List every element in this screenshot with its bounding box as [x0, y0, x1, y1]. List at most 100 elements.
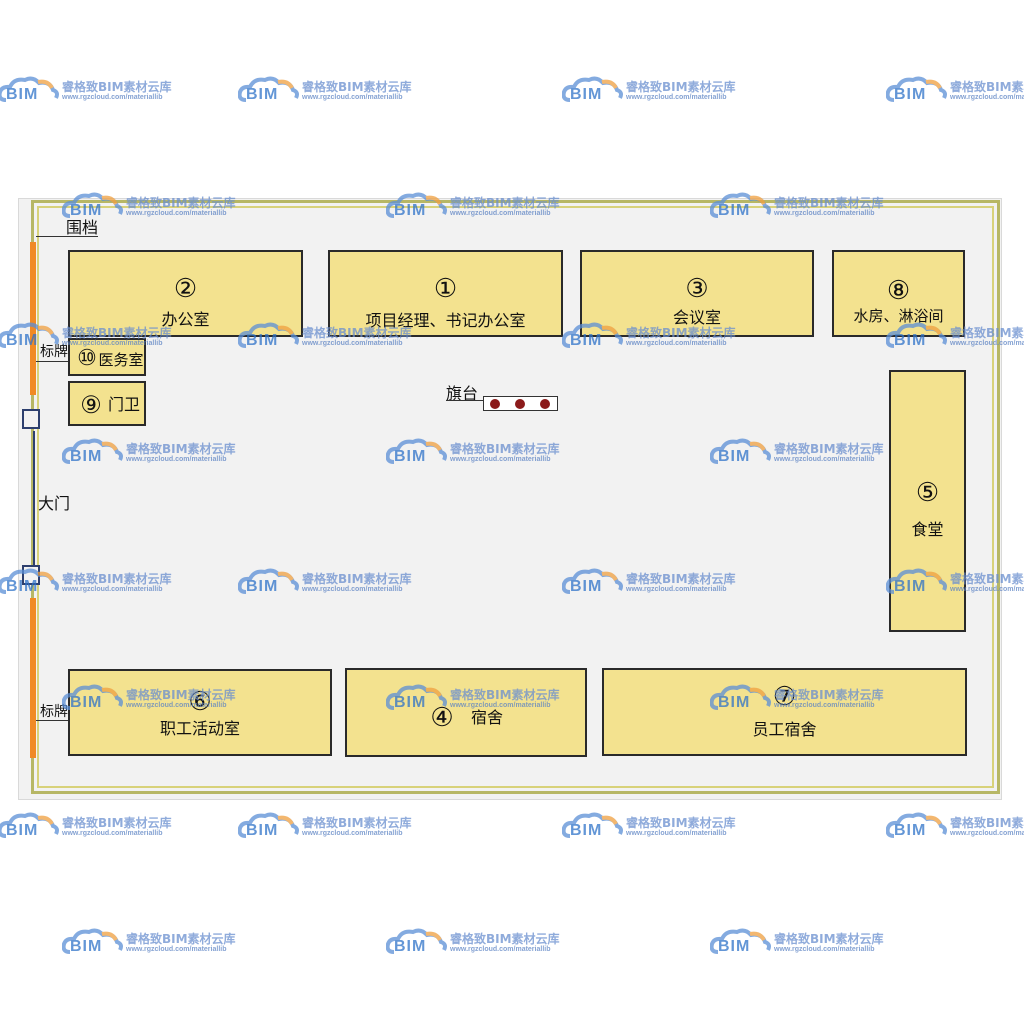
- watermark-url: www.rgzcloud.com/materiallib: [126, 946, 227, 953]
- watermark-name: 睿格致BIM素材云库: [302, 572, 412, 586]
- watermark-url: www.rgzcloud.com/materiallib: [302, 586, 403, 593]
- watermark-brand: BIM: [718, 202, 751, 219]
- cloud-icon: [0, 322, 59, 348]
- cloud-icon: [0, 76, 59, 102]
- cloud-icon: [710, 684, 771, 710]
- building-1-manager-office: ① 项目经理、书记办公室: [328, 250, 563, 337]
- watermark-brand: BIM: [6, 332, 39, 349]
- watermark-url: www.rgzcloud.com/materiallib: [950, 586, 1024, 593]
- watermark-name: 睿格致BIM素材云库: [302, 80, 412, 94]
- watermark-brand: BIM: [394, 202, 427, 219]
- watermark-name: 睿格致BIM素材云库: [950, 326, 1024, 340]
- sign-bottom-leader-line: [36, 720, 68, 721]
- watermark-url: www.rgzcloud.com/materiallib: [950, 94, 1024, 101]
- watermark-url: www.rgzcloud.com/materiallib: [450, 946, 551, 953]
- watermark-url: www.rgzcloud.com/materiallib: [774, 702, 875, 709]
- sign-label-bottom: 标牌: [40, 704, 68, 720]
- watermark-name: 睿格致BIM素材云库: [302, 816, 412, 830]
- building-label: 会议室: [672, 308, 721, 327]
- flag-stand-label: 旗台: [446, 384, 479, 403]
- watermark-name: 睿格致BIM素材云库: [626, 80, 736, 94]
- flag-pole-2: [515, 399, 525, 409]
- cloud-icon: [62, 928, 123, 954]
- cloud-icon: [386, 438, 447, 464]
- watermark-brand: BIM: [246, 332, 279, 349]
- building-5-canteen: ⑤ 食堂: [889, 370, 966, 632]
- cloud-icon: [386, 192, 447, 218]
- building-number: ①: [433, 274, 458, 304]
- watermark-url: www.rgzcloud.com/materiallib: [774, 946, 875, 953]
- watermark-name: 睿格致BIM素材云库: [950, 572, 1024, 586]
- watermark-brand: BIM: [570, 86, 603, 103]
- watermark-url: www.rgzcloud.com/materiallib: [450, 456, 551, 463]
- watermark-name: 睿格致BIM素材云库: [450, 688, 560, 702]
- watermark: BIM睿格致BIM素材云库www.rgzcloud.com/materialli…: [886, 318, 1024, 358]
- building-label: 门卫: [107, 395, 140, 414]
- watermark-brand: BIM: [70, 202, 103, 219]
- watermark-brand: BIM: [894, 822, 927, 839]
- cloud-icon: [562, 568, 623, 594]
- building-label: 医务室: [98, 351, 144, 369]
- watermark-brand: BIM: [394, 938, 427, 955]
- watermark-brand: BIM: [6, 86, 39, 103]
- cloud-icon: [238, 812, 299, 838]
- watermark-name: 睿格致BIM素材云库: [62, 326, 172, 340]
- watermark-name: 睿格致BIM素材云库: [62, 572, 172, 586]
- cloud-icon: [238, 568, 299, 594]
- cloud-icon: [386, 928, 447, 954]
- watermark-brand: BIM: [394, 448, 427, 465]
- watermark-name: 睿格致BIM素材云库: [774, 196, 884, 210]
- building-6-staff-activity-room: ⑥ 职工活动室: [68, 669, 332, 756]
- building-number: ⑧: [886, 276, 911, 306]
- cloud-icon: [886, 812, 947, 838]
- cloud-icon: [562, 812, 623, 838]
- building-label: 员工宿舍: [752, 720, 817, 739]
- building-label: 宿舍: [470, 708, 503, 727]
- gate-line: [33, 431, 35, 565]
- watermark-brand: BIM: [570, 578, 603, 595]
- watermark-brand: BIM: [894, 578, 927, 595]
- watermark-name: 睿格致BIM素材云库: [450, 442, 560, 456]
- watermark-url: www.rgzcloud.com/materiallib: [302, 340, 403, 347]
- cloud-icon: [886, 76, 947, 102]
- watermark-brand: BIM: [718, 694, 751, 711]
- cloud-icon: [710, 928, 771, 954]
- watermark-url: www.rgzcloud.com/materiallib: [302, 830, 403, 837]
- watermark-brand: BIM: [570, 332, 603, 349]
- cloud-icon: [62, 684, 123, 710]
- building-3-meeting-room: ③ 会议室: [580, 250, 814, 337]
- building-number: ③: [685, 274, 709, 304]
- watermark-brand: BIM: [6, 578, 39, 595]
- building-9-guard-room: ⑨ 门卫: [68, 381, 146, 426]
- watermark-url: www.rgzcloud.com/materiallib: [62, 586, 163, 593]
- building-label: 食堂: [911, 520, 944, 539]
- watermark-url: www.rgzcloud.com/materiallib: [626, 94, 727, 101]
- watermark-name: 睿格致BIM素材云库: [450, 196, 560, 210]
- cloud-icon: [238, 322, 299, 348]
- cloud-icon: [562, 322, 623, 348]
- perimeter-wall-outer: [31, 200, 1000, 794]
- watermark-brand: BIM: [718, 938, 751, 955]
- watermark-name: 睿格致BIM素材云库: [302, 326, 412, 340]
- building-8-water-shower: ⑧ 水房、淋浴间: [832, 250, 965, 337]
- watermark-brand: BIM: [246, 822, 279, 839]
- watermark-url: www.rgzcloud.com/materiallib: [774, 210, 875, 217]
- building-number: ⑤: [915, 478, 940, 508]
- building-number: ⑩: [77, 346, 97, 371]
- building-10-clinic: ⑩ 医务室: [68, 338, 146, 376]
